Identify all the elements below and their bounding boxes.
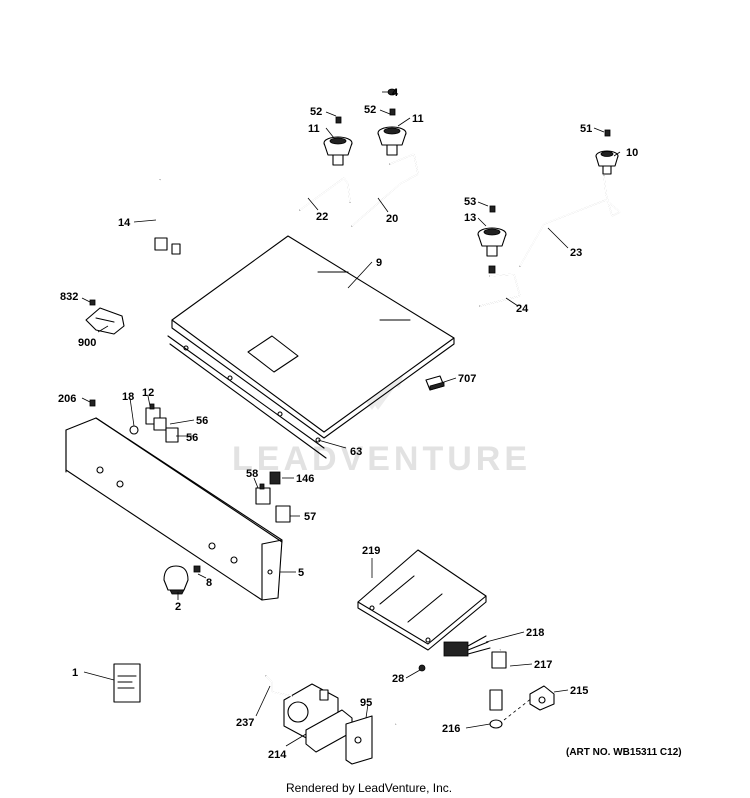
literature-1 [113, 663, 141, 703]
callout-14: 14 [118, 217, 131, 229]
callout-labels: 4 52 52 11 11 51 10 14 22 20 53 13 23 9 … [58, 87, 638, 761]
callout-218: 218 [526, 627, 544, 639]
clip-707 [425, 375, 445, 391]
art-number: (ART NO. WB15311 C12) [566, 747, 682, 758]
shield-219 [357, 549, 487, 651]
burner-tube-20 [351, 153, 419, 227]
harness-146 [269, 471, 281, 485]
manifold-panel-5 [65, 417, 283, 601]
burner-head-11-left [323, 116, 353, 166]
callout-217: 217 [534, 659, 552, 671]
switch-56-lower [165, 427, 179, 443]
callout-11-left: 11 [308, 123, 320, 135]
burner-head-13 [477, 205, 507, 274]
leader-lines [81, 91, 621, 747]
footer-credit: Rendered by LeadVenture, Inc. [286, 781, 452, 795]
callout-5: 5 [298, 567, 304, 579]
clip-28 [418, 664, 426, 672]
callout-28: 28 [392, 673, 404, 685]
callout-53: 53 [464, 196, 476, 208]
screw-206 [89, 399, 96, 407]
callout-832: 832 [60, 291, 78, 303]
bracket-215 [529, 685, 555, 711]
callout-51: 51 [580, 123, 592, 135]
callout-58: 58 [246, 468, 258, 480]
callout-52-left: 52 [310, 106, 322, 118]
callout-12: 12 [142, 387, 154, 399]
callout-4: 4 [392, 87, 399, 99]
callout-1: 1 [72, 667, 78, 679]
bracket-95 [345, 715, 373, 765]
washer-18 [129, 425, 139, 435]
callout-56-lower: 56 [186, 432, 198, 444]
callout-57: 57 [304, 511, 316, 523]
callout-63: 63 [350, 446, 362, 458]
valve-switch-58 [255, 483, 271, 505]
callout-18: 18 [122, 391, 134, 403]
burner-tube-22 [299, 177, 351, 211]
callout-214: 214 [268, 749, 287, 761]
callout-8: 8 [206, 577, 212, 589]
callout-22: 22 [316, 211, 328, 223]
screw-8 [193, 565, 201, 573]
callout-216: 216 [442, 723, 460, 735]
fitting-237 [265, 675, 293, 697]
ignitor-module-218 [443, 635, 491, 657]
regulator-214 [283, 683, 353, 753]
callout-900: 900 [78, 337, 96, 349]
spark-harness-217 [394, 647, 507, 726]
switch-56-upper [153, 417, 167, 431]
burner-head-10 [595, 129, 619, 175]
callout-13: 13 [464, 212, 476, 224]
watermark-text: LEADVENTURE [232, 440, 531, 478]
callout-215: 215 [570, 685, 588, 697]
leadventure-watermark: LEADVENTURE [232, 330, 531, 478]
callout-56-upper: 56 [196, 415, 208, 427]
bracket-900 [85, 299, 125, 335]
grommet-216 [489, 719, 503, 729]
callout-2: 2 [175, 601, 181, 613]
callout-146: 146 [296, 473, 314, 485]
callout-219: 219 [362, 545, 380, 557]
burner-tube-23 [519, 175, 622, 267]
knob-2 [163, 565, 189, 595]
callout-23: 23 [570, 247, 582, 259]
burner-tube-24 [479, 273, 521, 307]
callout-95: 95 [360, 697, 372, 709]
callout-707: 707 [458, 373, 476, 385]
callout-24: 24 [516, 303, 529, 315]
burner-box-9 [167, 235, 455, 459]
callout-11-right: 11 [412, 113, 424, 125]
callout-237: 237 [236, 717, 254, 729]
callout-10: 10 [626, 147, 638, 159]
callout-206: 206 [58, 393, 76, 405]
callout-52-right: 52 [364, 104, 376, 116]
switch-57 [275, 505, 291, 523]
callout-9: 9 [376, 257, 382, 269]
callout-20: 20 [386, 213, 398, 225]
